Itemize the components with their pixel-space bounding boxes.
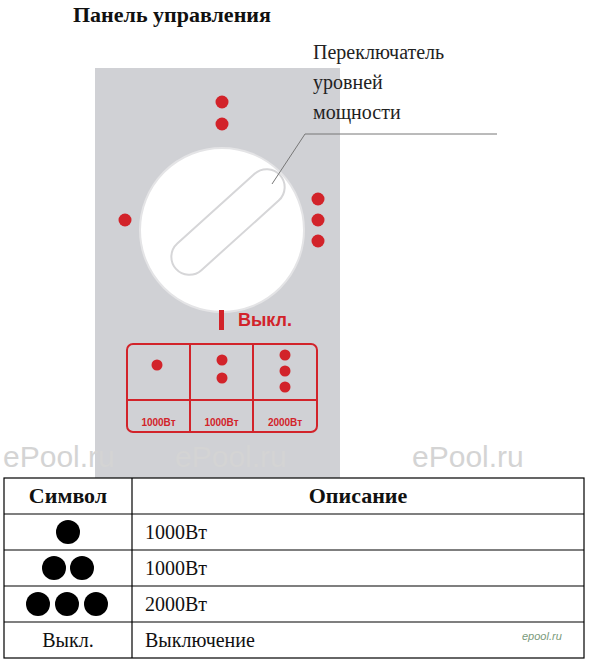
watermark: ePool.ru: [3, 440, 115, 474]
off-mark: [219, 310, 224, 330]
mode-label: 1000Вт: [127, 417, 190, 428]
table-header: Символ: [4, 478, 132, 514]
table-cell: Выкл.: [4, 622, 132, 658]
leader-line: [272, 134, 497, 184]
logo: epool.ru: [522, 630, 562, 642]
table-cell: 1000Вт: [145, 514, 207, 550]
table-cell: Выключение: [145, 622, 255, 658]
mode-label: 1000Вт: [190, 417, 253, 428]
table-header: Описание: [132, 478, 584, 514]
mode-box: [127, 344, 317, 432]
watermark: ePool.ru: [412, 440, 524, 474]
mode-cell: 1000Вт: [127, 344, 190, 432]
mode-cell: 1000Вт: [190, 344, 253, 432]
table-grid: [4, 478, 584, 658]
indicator-dots: [119, 96, 325, 248]
knob-handle: [164, 162, 292, 282]
callout-label: Переключатель уровней мощности: [313, 37, 463, 127]
symbol-dots: [26, 520, 108, 616]
watermark: ePool.ru: [175, 440, 287, 474]
mode-dots: [152, 350, 291, 393]
table-cell: 1000Вт: [145, 550, 207, 586]
mode-label: 2000Вт: [253, 417, 317, 428]
table-cell: 2000Вт: [145, 586, 207, 622]
title: Панель управления: [73, 2, 271, 28]
mode-cell: 2000Вт: [253, 344, 317, 432]
off-label: Выкл.: [238, 310, 292, 331]
panel-background: [95, 68, 340, 478]
